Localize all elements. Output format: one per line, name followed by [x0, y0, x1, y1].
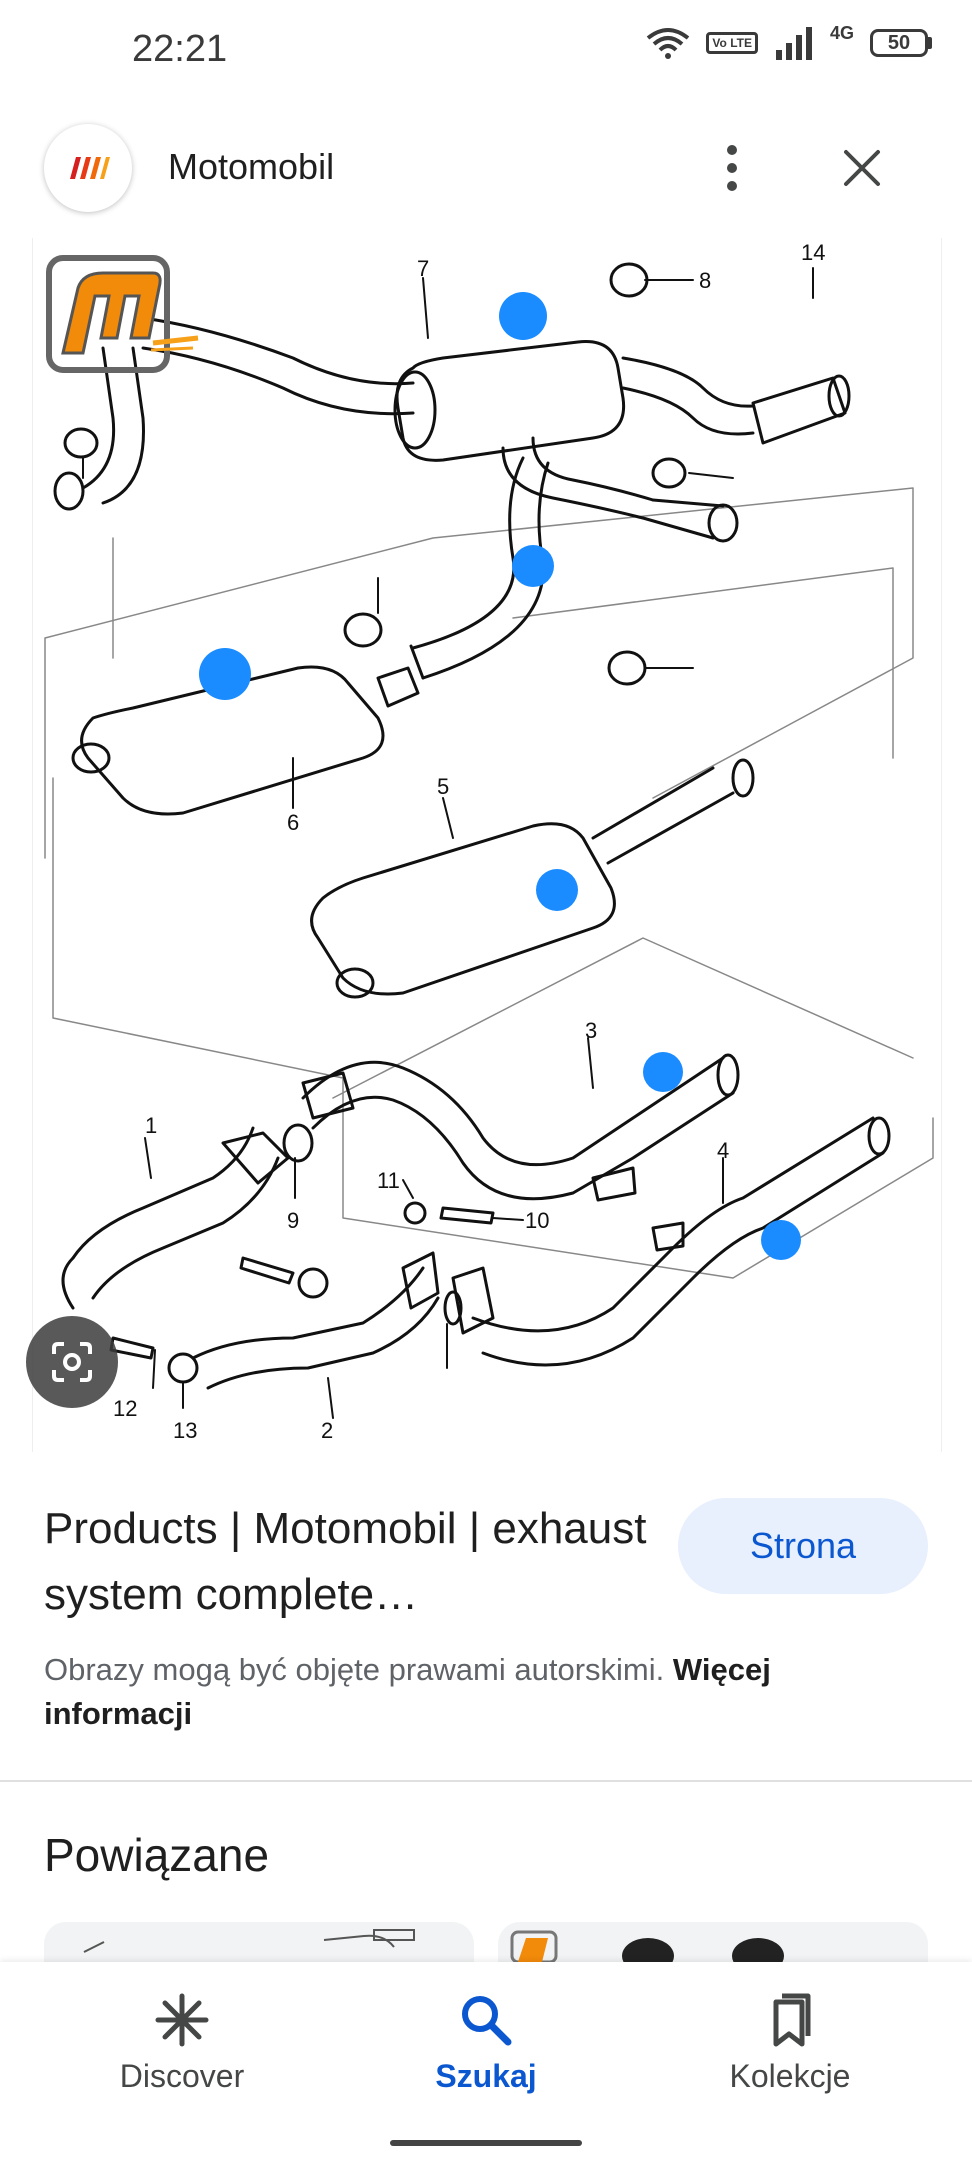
- part-label-4: 4: [717, 1138, 729, 1163]
- asterisk-icon: [155, 1993, 209, 2047]
- part-label-13: 13: [173, 1418, 197, 1443]
- site-name: Motomobil: [168, 146, 335, 187]
- bottom-navigation: Discover Szukaj Kolekcje: [0, 1962, 972, 2160]
- part-label-9: 9: [287, 1208, 299, 1233]
- more-info-link[interactable]: Więcej informacji: [44, 1652, 771, 1731]
- exhaust-diagram: 1 2 3 4 5 6 7 8 9 10 11 12 13 14: [44, 240, 934, 1443]
- wifi-icon: [647, 28, 690, 59]
- more-options-button[interactable]: [704, 138, 760, 198]
- related-thumbnail: [83, 1929, 415, 1953]
- nav-discover-label: Discover: [119, 2058, 245, 2094]
- part-label-10: 10: [525, 1208, 549, 1233]
- part-label-3: 3: [585, 1018, 597, 1043]
- status-time: 22:21: [132, 28, 228, 70]
- status-icons: Vo LTE 4G 50: [646, 22, 932, 60]
- status-bar: 22:21 Vo LTE 4G 50: [0, 0, 972, 100]
- battery-icon: 50: [870, 29, 932, 57]
- part-label-6: 6: [287, 810, 299, 835]
- image-preview[interactable]: 1 2 3 4 5 6 7 8 9 10 11 12 13 14: [32, 238, 942, 1452]
- motomobil-logo-icon: [70, 157, 110, 179]
- visit-site-button[interactable]: Strona: [678, 1498, 928, 1594]
- part-label-8: 8: [699, 268, 711, 293]
- site-favicon[interactable]: [44, 124, 132, 212]
- lens-icon: [52, 1342, 92, 1382]
- part-label-14: 14: [801, 240, 825, 265]
- nav-discover[interactable]: Discover: [72, 1992, 292, 2095]
- part-label-12: 12: [113, 1396, 137, 1421]
- result-title[interactable]: Products | Motomobil | exhaust system co…: [44, 1504, 647, 1619]
- search-icon: [462, 1996, 512, 2046]
- part-label-5: 5: [437, 774, 449, 799]
- part-label-11: 11: [377, 1168, 400, 1193]
- network-type: 4G: [829, 22, 854, 43]
- signal-icon: [775, 27, 812, 60]
- nav-collections-label: Kolekcje: [729, 2058, 851, 2094]
- related-image-card[interactable]: [44, 1922, 474, 1962]
- hotspot-dot[interactable]: [643, 1052, 683, 1092]
- related-image-card[interactable]: [498, 1922, 928, 1962]
- related-heading: Powiązane: [44, 1829, 270, 1881]
- nav-search[interactable]: Szukaj: [376, 1992, 596, 2095]
- copyright-text: Obrazy mogą być objęte prawami autorskim…: [44, 1652, 665, 1687]
- volte-icon: Vo LTE: [706, 32, 758, 54]
- more-vert-icon: [727, 145, 737, 191]
- hotspot-dot[interactable]: [512, 545, 554, 587]
- hotspot-dot[interactable]: [761, 1220, 801, 1260]
- hotspot-dot[interactable]: [199, 648, 251, 700]
- visual-search-button[interactable]: [26, 1316, 118, 1408]
- battery-level: 50: [870, 29, 928, 57]
- close-icon: [844, 150, 880, 186]
- related-thumbnail: [510, 1930, 784, 1962]
- hotspot-dot[interactable]: [499, 292, 547, 340]
- close-button[interactable]: [832, 138, 892, 198]
- part-label-2: 2: [321, 1418, 333, 1443]
- hotspot-dot[interactable]: [536, 869, 578, 911]
- bookmarks-icon: [773, 1993, 811, 2047]
- home-indicator[interactable]: [390, 2140, 582, 2146]
- nav-search-label: Szukaj: [435, 2058, 537, 2094]
- part-label-7: 7: [417, 256, 429, 281]
- part-label-1: 1: [145, 1113, 157, 1138]
- viewer-header: Motomobil: [0, 118, 972, 218]
- section-divider: [0, 1780, 972, 1782]
- motomobil-watermark-logo: [46, 255, 199, 373]
- nav-collections[interactable]: Kolekcje: [680, 1992, 900, 2095]
- copyright-notice: Obrazy mogą być objęte prawami autorskim…: [44, 1648, 924, 1736]
